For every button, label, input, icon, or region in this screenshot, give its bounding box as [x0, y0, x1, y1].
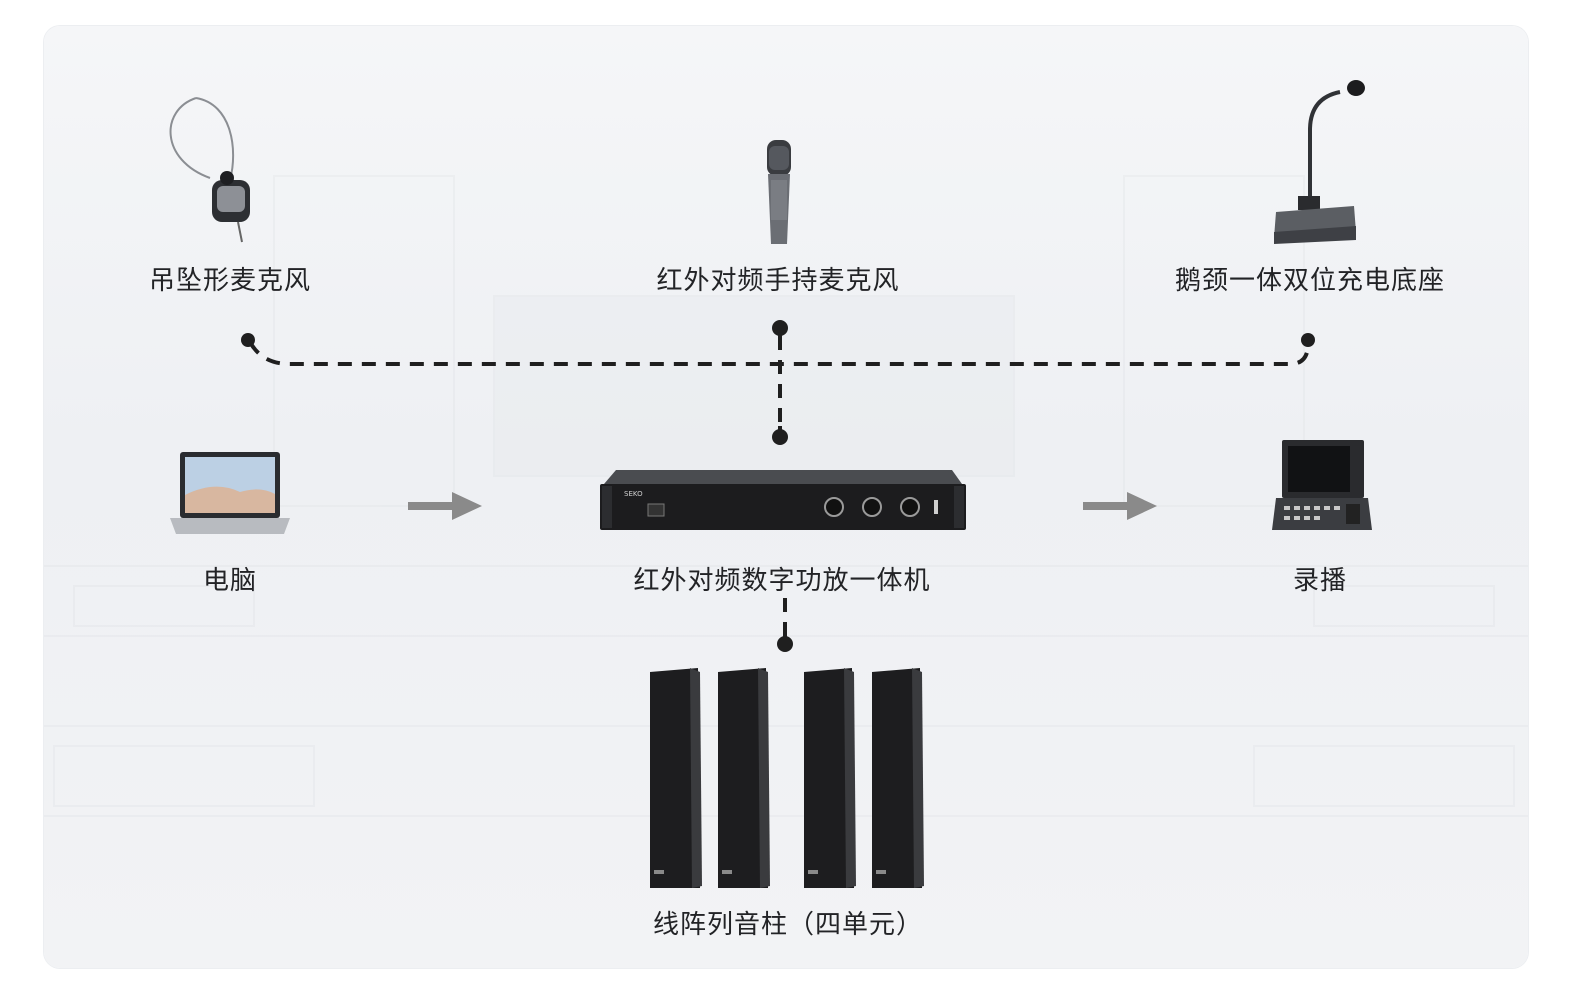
speaker-column-2-icon	[718, 668, 770, 888]
speakers-label: 线阵列音柱（四单元）	[652, 910, 924, 940]
speaker-column-1-icon	[650, 668, 702, 888]
gooseneck-dock-icon	[1274, 80, 1365, 244]
amplifier-icon: SEKO	[600, 470, 966, 530]
arrow-amplifier-to-recorder	[1083, 492, 1157, 520]
computer-label: 电脑	[202, 566, 258, 596]
arrow-computer-to-amplifier	[408, 492, 482, 520]
amplifier-label: 红外对频数字功放一体机	[633, 566, 931, 596]
speaker-column-3-icon	[804, 668, 856, 888]
connector-dot-handheld-top	[772, 320, 788, 340]
connector-dot-amplifier	[772, 426, 788, 445]
pendant-mic-icon	[169, 97, 250, 243]
gooseneck-dock-label: 鹅颈一体双位充电底座	[1174, 266, 1446, 296]
connector-dot-gooseneck	[1301, 333, 1315, 347]
connector-dot-speakers	[777, 632, 793, 652]
recorder-icon	[1272, 440, 1372, 530]
connector-dot-pendant	[241, 333, 255, 347]
classroom-background	[44, 175, 1528, 817]
mic-bus-line	[248, 340, 1310, 366]
speaker-column-4-icon	[872, 668, 924, 888]
svg-text:SEKO: SEKO	[624, 490, 643, 498]
recorder-label: 录播	[1292, 566, 1348, 596]
laptop-icon	[170, 452, 290, 534]
handheld-mic-icon	[767, 140, 791, 244]
handheld-mic-label: 红外对频手持麦克风	[656, 266, 900, 296]
pendant-mic-label: 吊坠形麦克风	[148, 266, 312, 296]
